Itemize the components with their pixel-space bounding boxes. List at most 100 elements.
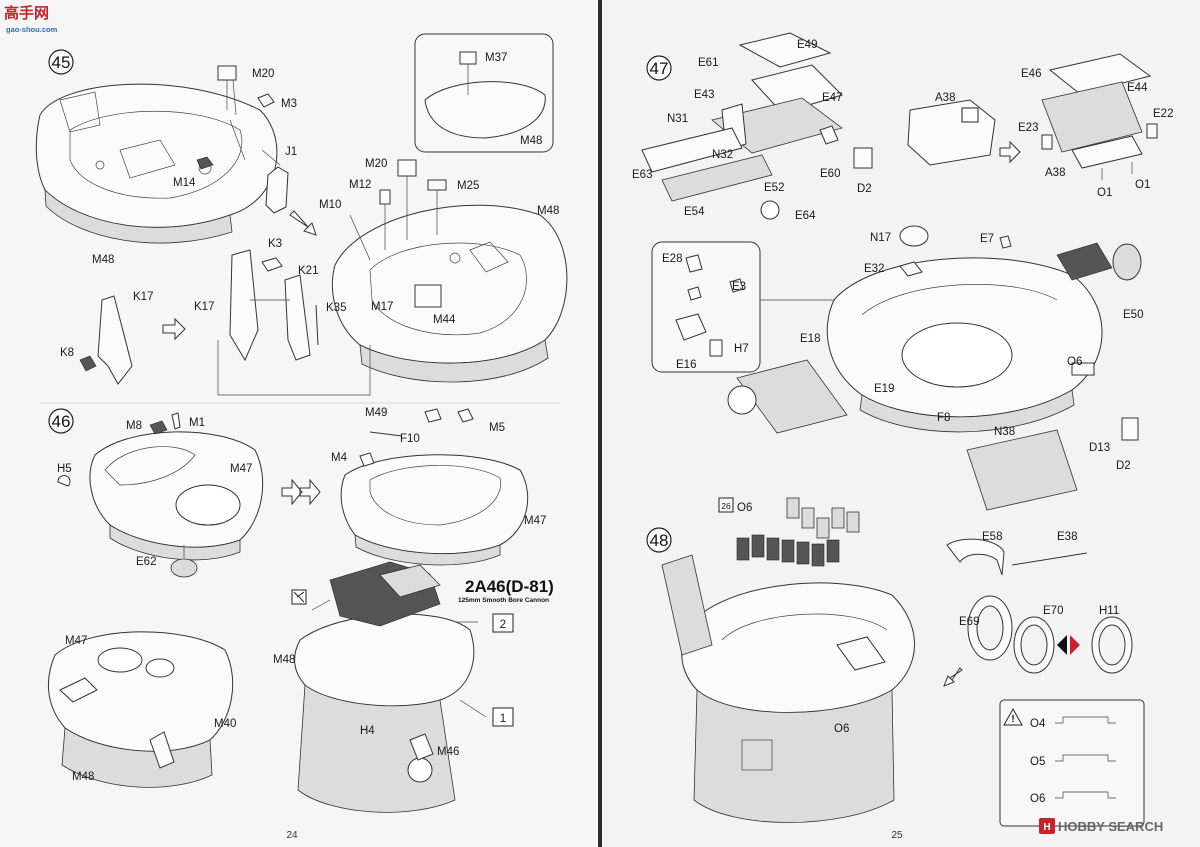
label-e63: E63 [632,169,652,181]
svg-text:!: ! [1011,714,1014,725]
part-j1 [265,166,289,214]
label-e46: E46 [1021,68,1041,80]
label-m37: M37 [485,52,507,64]
turret-floor-assembled [340,454,529,566]
label-e64: E64 [795,210,816,222]
part-f10 [424,408,442,423]
svg-text:H: H [1043,822,1050,833]
callout-2: 2 [500,619,506,631]
label-n17: N17 [870,232,891,244]
label-m49: M49 [365,407,387,419]
part-m20-b [397,159,417,177]
label-f10: F10 [400,433,420,445]
label-o6-b: O6 [737,502,752,514]
step-45-circle [48,49,74,75]
label-m46: M46 [437,746,459,758]
label-h7: H7 [734,343,749,355]
label-k3: K3 [268,238,282,250]
label-e32: E32 [864,263,884,275]
part-h5 [57,475,71,487]
part-e3-b [729,278,744,293]
legend-o5: O5 [1030,756,1045,768]
right-page: 47 E61 E49 E43 E47 N31 N32 E63 E52 E60 D… [602,0,1200,847]
detail-box-e28 [651,241,761,373]
label-e23: E23 [1018,122,1038,134]
label-h4: H4 [360,725,375,737]
part-h7 [709,339,723,357]
callout-1-box [492,707,514,727]
label-e22: E22 [1153,108,1173,120]
warning-icon [1003,707,1023,726]
part-m49 [369,431,403,437]
turret-top-assembly [727,242,1142,511]
label-d13: D13 [1089,442,1110,454]
ref-tag-box [718,497,734,513]
cannon-title: 2A46(D-81) [465,577,554,596]
label-e69: E69 [959,616,979,628]
part-m14 [196,156,214,170]
part-e38 [1011,552,1088,566]
right-page-drawing: 47 E61 E49 E43 E47 N31 N32 E63 E52 E60 D… [632,32,1173,841]
legend-o5-shape [1055,754,1116,762]
stowage-box-assembly [641,32,873,220]
part-m37 [459,51,477,65]
step-46-circle [48,408,74,434]
legend-o6-shape [1055,791,1116,799]
watermark-hanzi: 高手网 [4,4,49,22]
label-k21: K21 [298,265,318,277]
watermark-logo: 高手网 gao-shou.com [4,4,58,34]
legend-o6: O6 [1030,793,1045,805]
label-e44: E44 [1127,82,1148,94]
part-m5 [457,408,474,423]
part-k17 [97,295,133,385]
label-e52: E52 [764,182,784,194]
label-a38-b: A38 [1045,167,1065,179]
label-n38: N38 [994,426,1015,438]
label-e61: E61 [698,57,718,69]
part-m8 [149,420,168,435]
part-m25 [427,179,447,191]
ammo-legend-box [999,699,1145,827]
assembly-arrow [289,210,317,236]
label-n32: N32 [712,149,733,161]
label-e60: E60 [820,168,840,180]
label-m4: M4 [331,452,348,464]
label-m3: M3 [281,98,297,110]
label-e28: E28 [662,253,682,265]
label-f8: F8 [937,412,950,424]
label-k8: K8 [60,347,74,359]
label-m20-b: M20 [365,158,387,170]
label-o1-b: O1 [1135,179,1150,191]
stowage-box-e46 [1041,53,1158,180]
step-arrow-46 [281,478,321,506]
left-page-drawing: 高手网 gao-shou.com 45 [4,4,568,841]
label-a38-a: A38 [935,92,955,104]
label-m40: M40 [214,718,236,730]
label-e18: E18 [800,333,820,345]
label-o6-c: O6 [834,723,849,735]
breech-frame-parts [229,249,319,362]
label-k35: K35 [326,302,346,314]
label-m47-a: M47 [230,463,252,475]
watermark-hobbysearch: H HOBBY SEARCH [1039,818,1163,834]
label-m48-a: M48 [92,254,114,266]
step-46-number: 46 [52,412,71,431]
label-d2-b: D2 [1116,460,1131,472]
ref-tag: 26 [721,501,731,511]
part-m12 [379,189,391,205]
detail-ring [424,81,546,139]
part-e28 [685,254,703,273]
label-m12: M12 [349,179,371,191]
part-a38-rack [907,99,996,166]
step-48-circle [646,527,672,553]
legend-o4-shape [1055,716,1116,724]
label-m48-c: M48 [537,205,559,217]
label-m1: M1 [189,417,205,429]
label-e7: E7 [980,233,994,245]
label-m14: M14 [173,177,196,189]
watermark-text: HOBBY SEARCH [1058,819,1163,834]
turret-ring-m48 [35,83,278,244]
page-number-left: 24 [286,830,298,841]
label-d2-a: D2 [857,183,872,195]
